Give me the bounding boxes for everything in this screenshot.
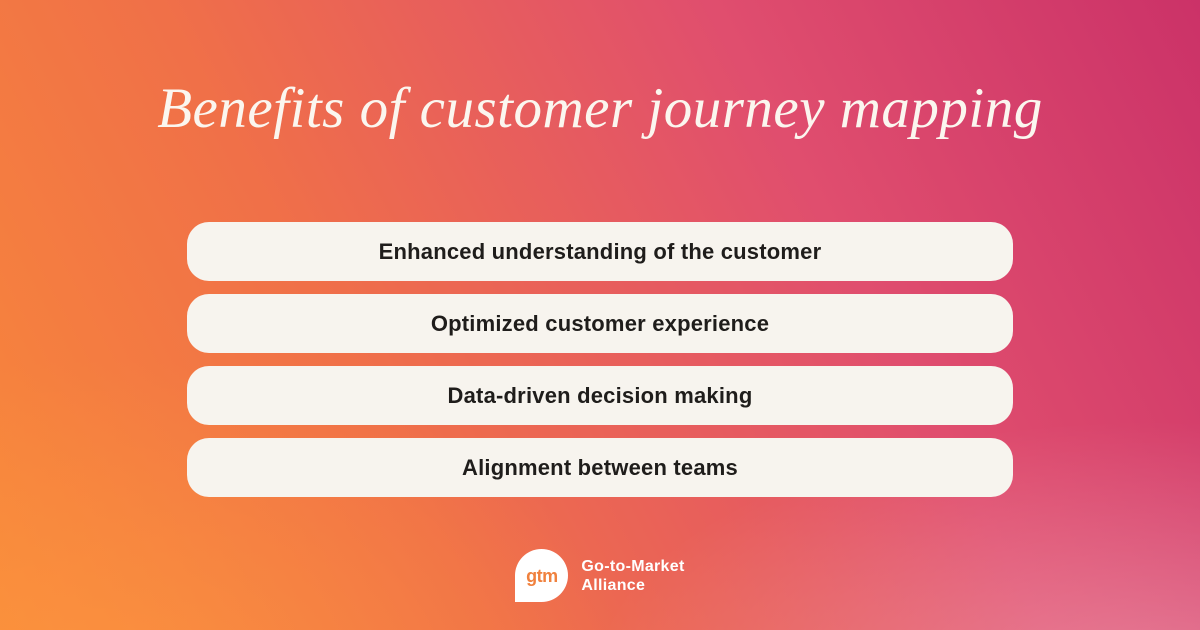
brand-name: Go-to-Market Alliance <box>581 557 684 595</box>
brand-footer: gtm Go-to-Market Alliance <box>0 549 1200 602</box>
benefits-list: Enhanced understanding of the customer O… <box>187 222 1013 497</box>
page-title: Benefits of customer journey mapping <box>157 77 1043 140</box>
benefit-card: Data-driven decision making <box>187 366 1013 425</box>
benefit-card: Enhanced understanding of the customer <box>187 222 1013 281</box>
brand-name-line1: Go-to-Market <box>581 557 685 575</box>
benefit-card: Alignment between teams <box>187 438 1013 497</box>
benefit-card-label: Alignment between teams <box>462 454 738 480</box>
gtm-monogram: gtm <box>526 566 558 586</box>
benefit-card: Optimized customer experience <box>187 294 1013 353</box>
benefit-card-label: Optimized customer experience <box>430 310 770 336</box>
gtm-speech-bubble-icon: gtm <box>515 549 569 602</box>
benefit-card-label: Data-driven decision making <box>447 382 753 408</box>
brand-name-line2: Alliance <box>581 576 646 594</box>
benefit-card-label: Enhanced understanding of the customer <box>378 238 822 264</box>
